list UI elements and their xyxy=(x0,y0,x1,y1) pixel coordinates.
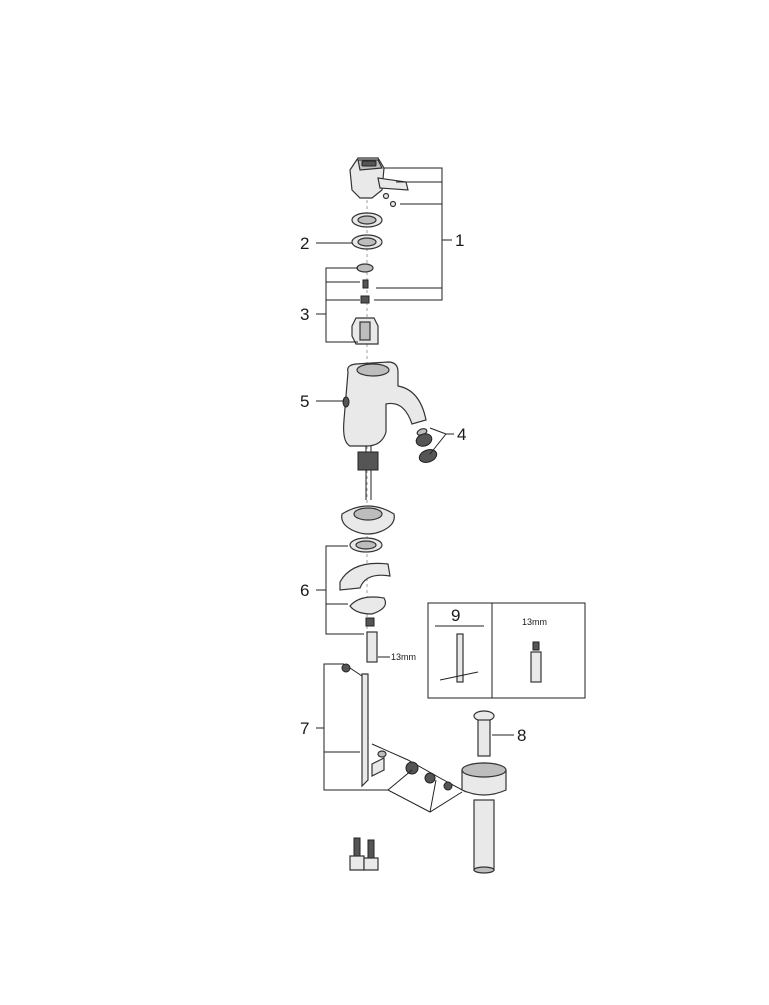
lever-handle xyxy=(349,157,409,208)
callout-1: 1 xyxy=(374,167,464,301)
inset-number: 9 xyxy=(451,606,460,625)
callout-3: 3 xyxy=(300,267,360,343)
callout-2: 2 xyxy=(300,234,352,253)
svg-text:5: 5 xyxy=(300,392,309,411)
svg-text:6: 6 xyxy=(300,581,309,600)
svg-text:3: 3 xyxy=(300,305,309,324)
callout-5: 5 xyxy=(300,392,344,411)
aerator xyxy=(415,428,438,463)
cover-rings xyxy=(351,212,383,250)
lift-rod-linkage xyxy=(341,663,467,793)
svg-text:7: 7 xyxy=(300,719,309,738)
cartridge-set xyxy=(351,263,379,345)
callout-8: 8 xyxy=(492,726,526,745)
base-plate xyxy=(341,505,395,535)
svg-text:4: 4 xyxy=(457,425,466,444)
svg-text:1: 1 xyxy=(455,231,464,250)
callout-4: 4 xyxy=(429,425,466,455)
svg-text:2: 2 xyxy=(300,234,309,253)
pop-up-waste xyxy=(461,710,507,874)
mounting-set xyxy=(339,537,391,663)
tool-inset: 9 13mm xyxy=(427,602,586,699)
callout-7: 7 xyxy=(300,663,463,813)
inset-socket-tool xyxy=(530,641,542,683)
inset-size-label: 13mm xyxy=(522,617,547,627)
tool-size-label: 13mm xyxy=(391,652,416,662)
supply-hoses xyxy=(349,837,379,871)
spout-body xyxy=(342,361,427,500)
svg-text:8: 8 xyxy=(517,726,526,745)
callout-6: 6 xyxy=(300,545,364,635)
inset-key-tool xyxy=(439,633,479,683)
